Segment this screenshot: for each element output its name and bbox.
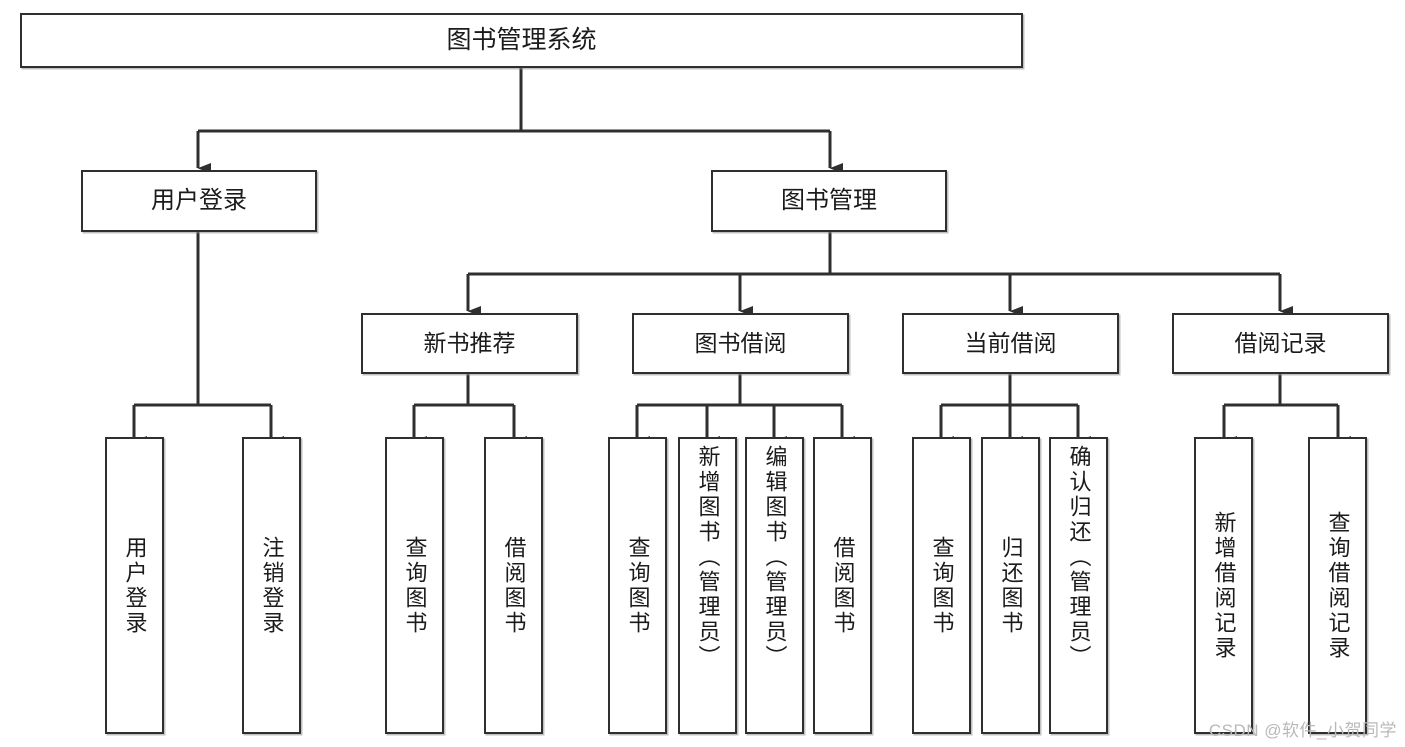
node-leaf-edit-book[interactable]: 编辑图书（管理员） [745,437,804,734]
node-leaf-borrow-book-1-label: 借阅图书 [501,535,527,636]
node-user-login-label: 用户登录 [151,186,247,214]
node-leaf-user-login[interactable]: 用户登录 [105,437,164,734]
node-leaf-add-record-label: 新增借阅记录 [1211,510,1237,661]
node-leaf-borrow-book-2[interactable]: 借阅图书 [813,437,872,734]
node-leaf-borrow-book-1[interactable]: 借阅图书 [484,437,543,734]
node-leaf-confirm-return-label: 确认归还（管理员） [1066,445,1092,670]
node-book-borrow[interactable]: 图书借阅 [632,313,849,374]
node-book-borrow-label: 图书借阅 [694,329,787,356]
node-leaf-add-book-label: 新增图书（管理员） [695,445,721,670]
node-leaf-add-book[interactable]: 新增图书（管理员） [678,437,737,734]
node-borrow-record[interactable]: 借阅记录 [1172,313,1389,374]
node-user-login[interactable]: 用户登录 [81,170,317,232]
node-book-manage-label: 图书管理 [781,186,877,214]
csdn-watermark: CSDN @软件_小贺同学 [1208,721,1397,740]
node-current-borrow[interactable]: 当前借阅 [902,313,1119,374]
node-book-manage[interactable]: 图书管理 [711,170,947,232]
node-leaf-query-record-label: 查询借阅记录 [1325,510,1351,661]
node-leaf-borrow-book-2-label: 借阅图书 [830,535,856,636]
node-borrow-record-label: 借阅记录 [1234,329,1327,356]
node-leaf-return-book[interactable]: 归还图书 [981,437,1040,734]
node-leaf-return-book-label: 归还图书 [998,535,1024,636]
node-leaf-query-book-3[interactable]: 查询图书 [912,437,971,734]
node-current-borrow-label: 当前借阅 [964,329,1057,356]
node-leaf-edit-book-label: 编辑图书（管理员） [762,445,788,670]
node-leaf-user-logout[interactable]: 注销登录 [242,437,301,734]
node-leaf-query-book-1[interactable]: 查询图书 [385,437,444,734]
node-new-book-recommend[interactable]: 新书推荐 [361,313,578,374]
node-new-book-recommend-label: 新书推荐 [423,329,516,356]
node-leaf-query-book-2-label: 查询图书 [625,535,651,636]
node-leaf-user-logout-label: 注销登录 [259,535,285,636]
node-leaf-query-record[interactable]: 查询借阅记录 [1308,437,1367,734]
node-root-label: 图书管理系统 [446,25,597,54]
node-leaf-user-login-label: 用户登录 [122,535,148,636]
node-leaf-query-book-1-label: 查询图书 [402,535,428,636]
node-leaf-query-book-3-label: 查询图书 [929,535,955,636]
node-leaf-query-book-2[interactable]: 查询图书 [608,437,667,734]
node-root[interactable]: 图书管理系统 [20,13,1023,68]
node-leaf-add-record[interactable]: 新增借阅记录 [1194,437,1253,734]
node-leaf-confirm-return[interactable]: 确认归还（管理员） [1049,437,1108,734]
